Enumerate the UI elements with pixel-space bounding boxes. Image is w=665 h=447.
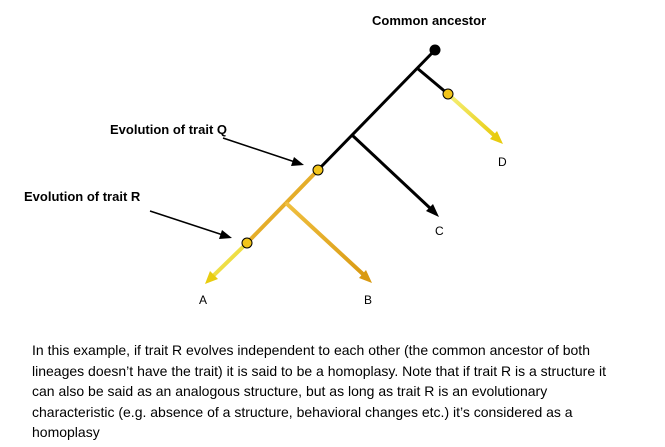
tip-label-b: B [364, 293, 372, 307]
trait-q-stem [284, 168, 320, 205]
tip-label-a: A [199, 293, 207, 307]
arrowhead-a [205, 271, 218, 284]
trait-q-pointer [222, 137, 296, 163]
trait-r-pointer-head [219, 230, 232, 239]
branch-to-a-base [245, 201, 288, 245]
trait-r-pointer [149, 210, 224, 236]
trait-r-node-a [241, 237, 253, 249]
trait-r-node-d [442, 88, 454, 100]
arrowhead-c [426, 204, 439, 217]
common-ancestor-node [429, 44, 441, 56]
branch-to-d-base [416, 66, 449, 96]
trait-r-label: Evolution of trait R [24, 189, 141, 204]
branch-to-b [284, 201, 367, 278]
arrowhead-d [490, 131, 503, 144]
branch-to-a [210, 241, 249, 279]
trait-q-pointer-head [291, 157, 304, 166]
caption-text: In this example, if trait R evolves inde… [32, 342, 607, 440]
tip-label-d: D [498, 155, 507, 169]
root-branch [316, 48, 437, 172]
common-ancestor-label: Common ancestor [372, 13, 486, 28]
tip-label-c: C [435, 224, 444, 238]
branch-to-d [446, 92, 498, 139]
trait-q-label: Evolution of trait Q [110, 122, 227, 137]
branch-to-c [350, 133, 433, 211]
arrowhead-b [359, 270, 372, 283]
phylogenetic-tree-diagram: Common ancestor Evolution of trait Q Evo… [24, 13, 507, 307]
trait-q-node [312, 164, 324, 176]
